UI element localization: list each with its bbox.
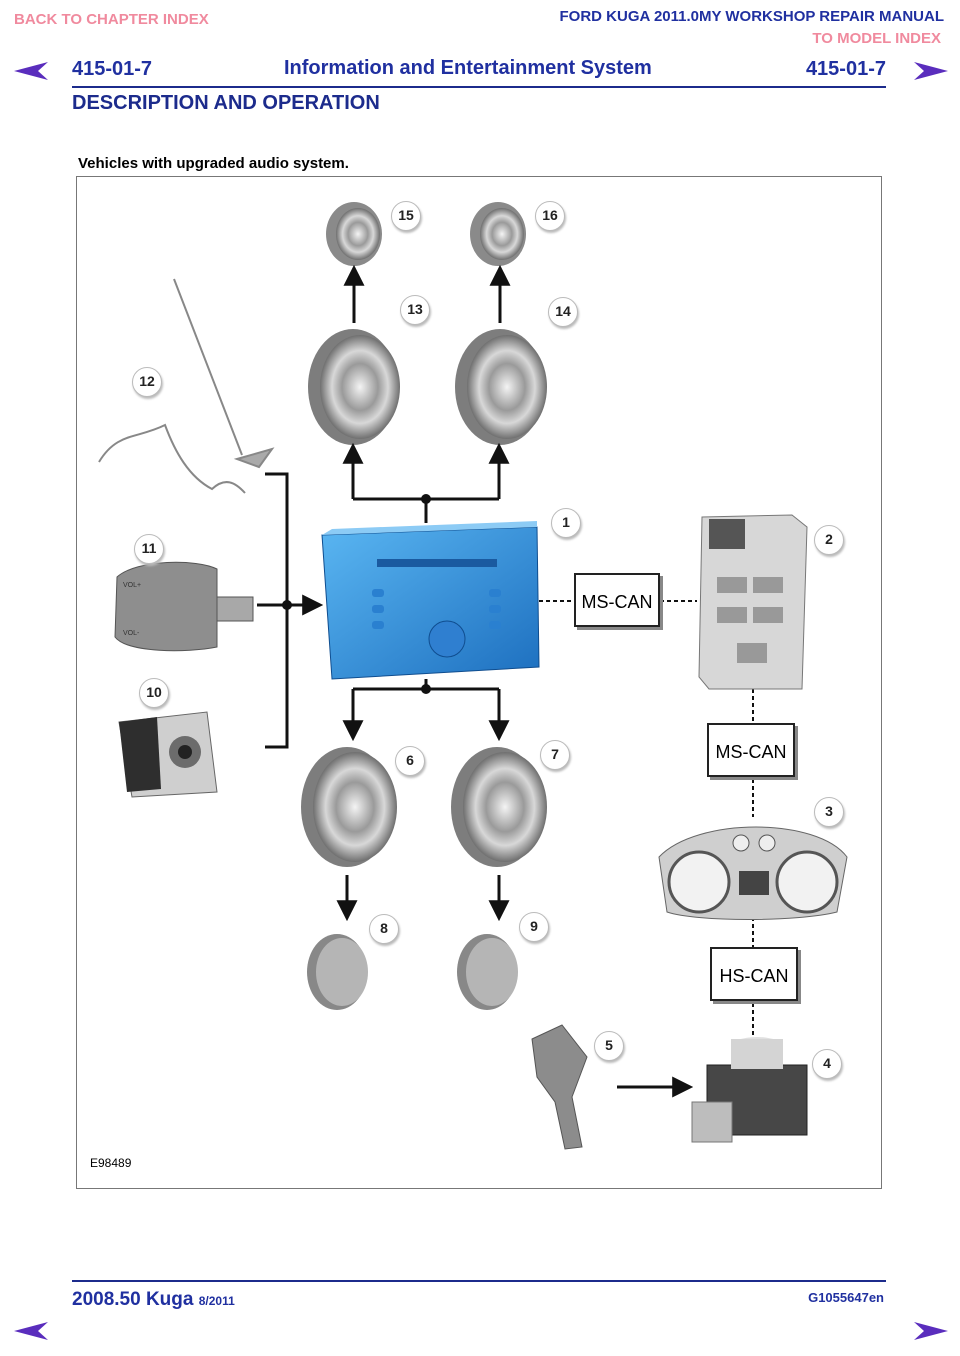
rear-speaker-9 — [457, 934, 518, 1010]
footer-rule — [72, 1280, 886, 1282]
callout-14: 14 — [548, 297, 578, 327]
tweeter-15 — [326, 202, 382, 266]
footer-model: 2008.50 Kuga 8/2011 — [72, 1289, 235, 1311]
callout-16: 16 — [535, 201, 565, 231]
speaker-14 — [455, 329, 547, 445]
footer-model-text: 2008.50 Kuga — [72, 1289, 194, 1310]
ms-can-label-1: MS-CAN — [574, 573, 660, 627]
callout-13: 13 — [400, 295, 430, 325]
hs-can-label: HS-CAN — [710, 947, 798, 1001]
footer-code: G1055647en — [808, 1290, 884, 1305]
callout-6: 6 — [395, 746, 425, 776]
callout-11: 11 — [134, 534, 164, 564]
speaker-6 — [301, 747, 397, 867]
section-number-left: 415-01-7 — [72, 58, 153, 80]
callout-15: 15 — [391, 201, 421, 231]
rear-speaker-8 — [307, 934, 368, 1010]
callout-12: 12 — [132, 367, 162, 397]
callout-4: 4 — [812, 1049, 842, 1079]
audio-unit-1 — [321, 521, 540, 680]
callout-9: 9 — [519, 912, 549, 942]
steering-switch-11: VOL+ VOL- — [114, 561, 254, 652]
speaker-7 — [451, 747, 547, 867]
next-page-icon[interactable] — [912, 60, 950, 82]
figure-id: E98489 — [90, 1156, 132, 1170]
svg-text:VOL-: VOL- — [123, 630, 140, 637]
next-page-icon[interactable] — [912, 1320, 950, 1342]
manual-title: FORD KUGA 2011.0MY WORKSHOP REPAIR MANUA… — [559, 8, 945, 25]
callout-5: 5 — [594, 1031, 624, 1061]
header-rule — [72, 86, 886, 88]
diagram-drawing: VOL+ VOL- — [98, 202, 848, 1150]
page-subtitle: DESCRIPTION AND OPERATION — [72, 92, 380, 114]
footer-date: 8/2011 — [198, 1294, 235, 1308]
callout-10: 10 — [139, 678, 169, 708]
tweeter-16 — [470, 202, 526, 266]
sensor-5 — [531, 1024, 588, 1150]
audio-system-diagram: VOL+ VOL- — [76, 176, 882, 1189]
prev-page-icon[interactable] — [12, 1320, 50, 1342]
figure-caption: Vehicles with upgraded audio system. — [78, 155, 349, 172]
svg-text:VOL+: VOL+ — [123, 582, 141, 589]
callout-8: 8 — [369, 914, 399, 944]
to-model-index-link[interactable]: TO MODEL INDEX — [812, 30, 941, 47]
callout-7: 7 — [540, 740, 570, 770]
callout-3: 3 — [814, 797, 844, 827]
speaker-13 — [308, 329, 400, 445]
ms-can-label-2: MS-CAN — [707, 723, 795, 777]
abs-module-4 — [691, 1037, 808, 1143]
section-title: Information and Entertainment System — [284, 57, 652, 79]
instrument-cluster-3 — [658, 826, 848, 920]
antenna-12 — [98, 278, 275, 494]
module-2 — [698, 514, 808, 690]
back-to-chapter-index-link[interactable]: BACK TO CHAPTER INDEX — [14, 11, 209, 28]
callout-2: 2 — [814, 525, 844, 555]
callout-1: 1 — [551, 508, 581, 538]
section-number-right: 415-01-7 — [805, 58, 886, 80]
prev-page-icon[interactable] — [12, 60, 50, 82]
aux-socket-10 — [118, 711, 218, 798]
